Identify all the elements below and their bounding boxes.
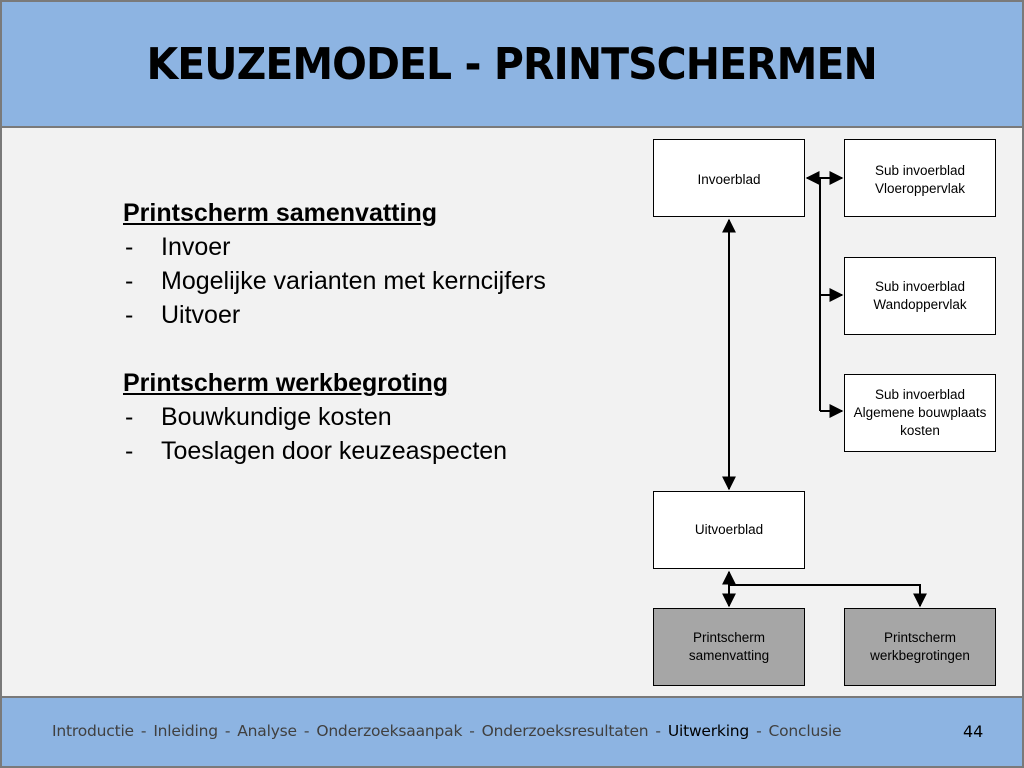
box-label-line: Sub invoerblad (874, 387, 966, 402)
nav-item-onderzoeksresultaten[interactable]: Onderzoeksresultaten (481, 722, 649, 740)
box-label-line: Sub invoerblad (874, 163, 966, 178)
box-label-line: samenvatting (688, 648, 770, 663)
page-number: 44 (963, 722, 984, 741)
section-title-samenvatting: Printscherm samenvatting (123, 199, 437, 227)
slide-footer: Introductie-Inleiding-Analyse-Onderzoeks… (0, 696, 1024, 768)
nav-separator: - (655, 722, 661, 740)
nav-separator: - (756, 722, 762, 740)
bullet-item: - Invoer (123, 230, 623, 264)
bullet-dash: - (125, 437, 134, 465)
box-label-line: kosten (900, 423, 940, 438)
box-label-line: Vloeroppervlak (874, 181, 966, 196)
box-label-line: Sub invoerblad (874, 279, 966, 294)
text-content: Printscherm samenvatting - Invoer - Moge… (123, 196, 623, 468)
bullet-dash: - (125, 267, 134, 295)
bullet-item: - Uitvoer (123, 298, 623, 332)
box-sub-invoerblad-wand: Sub invoerblad Wandoppervlak (844, 257, 996, 335)
bullet-text: Bouwkundige kosten (161, 403, 392, 431)
bullet-dash: - (125, 233, 134, 261)
bullet-text: Toeslagen door keuzeaspecten (161, 437, 508, 465)
slide-header: KEUZEMODEL - PRINTSCHERMEN (0, 0, 1024, 128)
nav-item-conclusie[interactable]: Conclusie (768, 722, 842, 740)
bullet-dash: - (125, 403, 134, 431)
nav-separator: - (140, 722, 147, 740)
box-sub-invoerblad-vloer: Sub invoerblad Vloeroppervlak (844, 139, 996, 217)
nav-separator: - (303, 722, 310, 740)
bullet-text: Invoer (161, 233, 231, 261)
box-label: Invoerblad (697, 172, 761, 187)
nav-separator: - (469, 722, 475, 740)
section-title-werkbegroting: Printscherm werkbegroting (123, 369, 449, 397)
arrow-uitvoer-print-werkbegrotingen (729, 584, 927, 608)
box-printscherm-werkbegrotingen: Printscherm werkbegrotingen (844, 608, 996, 686)
box-label-line: Printscherm (692, 630, 765, 645)
box-printscherm-samenvatting: Printscherm samenvatting (653, 608, 805, 686)
box-label-line: Algemene bouwplaats (853, 405, 987, 420)
nav-item-onderzoeksaanpak[interactable]: Onderzoeksaanpak (316, 722, 463, 740)
box-invoerblad: Invoerblad (653, 139, 805, 217)
box-sub-invoerblad-algemeen: Sub invoerblad Algemene bouwplaats koste… (844, 374, 996, 452)
box-label-line: Printscherm (883, 630, 956, 645)
slide-title: KEUZEMODEL - PRINTSCHERMEN (146, 38, 878, 90)
footer-nav: Introductie-Inleiding-Analyse-Onderzoeks… (52, 722, 842, 740)
box-label: Uitvoerblad (694, 522, 764, 537)
nav-item-introductie[interactable]: Introductie (52, 722, 134, 740)
nav-item-inleiding[interactable]: Inleiding (153, 722, 218, 740)
bullet-item: - Toeslagen door keuzeaspecten (123, 434, 623, 468)
bullet-text: Mogelijke varianten met kerncijfers (161, 267, 546, 295)
nav-separator: - (224, 722, 231, 740)
box-uitvoerblad: Uitvoerblad (653, 491, 805, 569)
nav-item-uitwerking[interactable]: Uitwerking (667, 722, 750, 740)
bullet-text: Uitvoer (161, 301, 241, 329)
box-label-line: Wandoppervlak (873, 297, 967, 312)
bullet-item: - Mogelijke varianten met kerncijfers (123, 264, 623, 298)
box-label-line: werkbegrotingen (870, 648, 970, 663)
bullet-item: - Bouwkundige kosten (123, 400, 623, 434)
bullet-dash: - (125, 301, 134, 329)
nav-item-analyse[interactable]: Analyse (237, 722, 297, 740)
